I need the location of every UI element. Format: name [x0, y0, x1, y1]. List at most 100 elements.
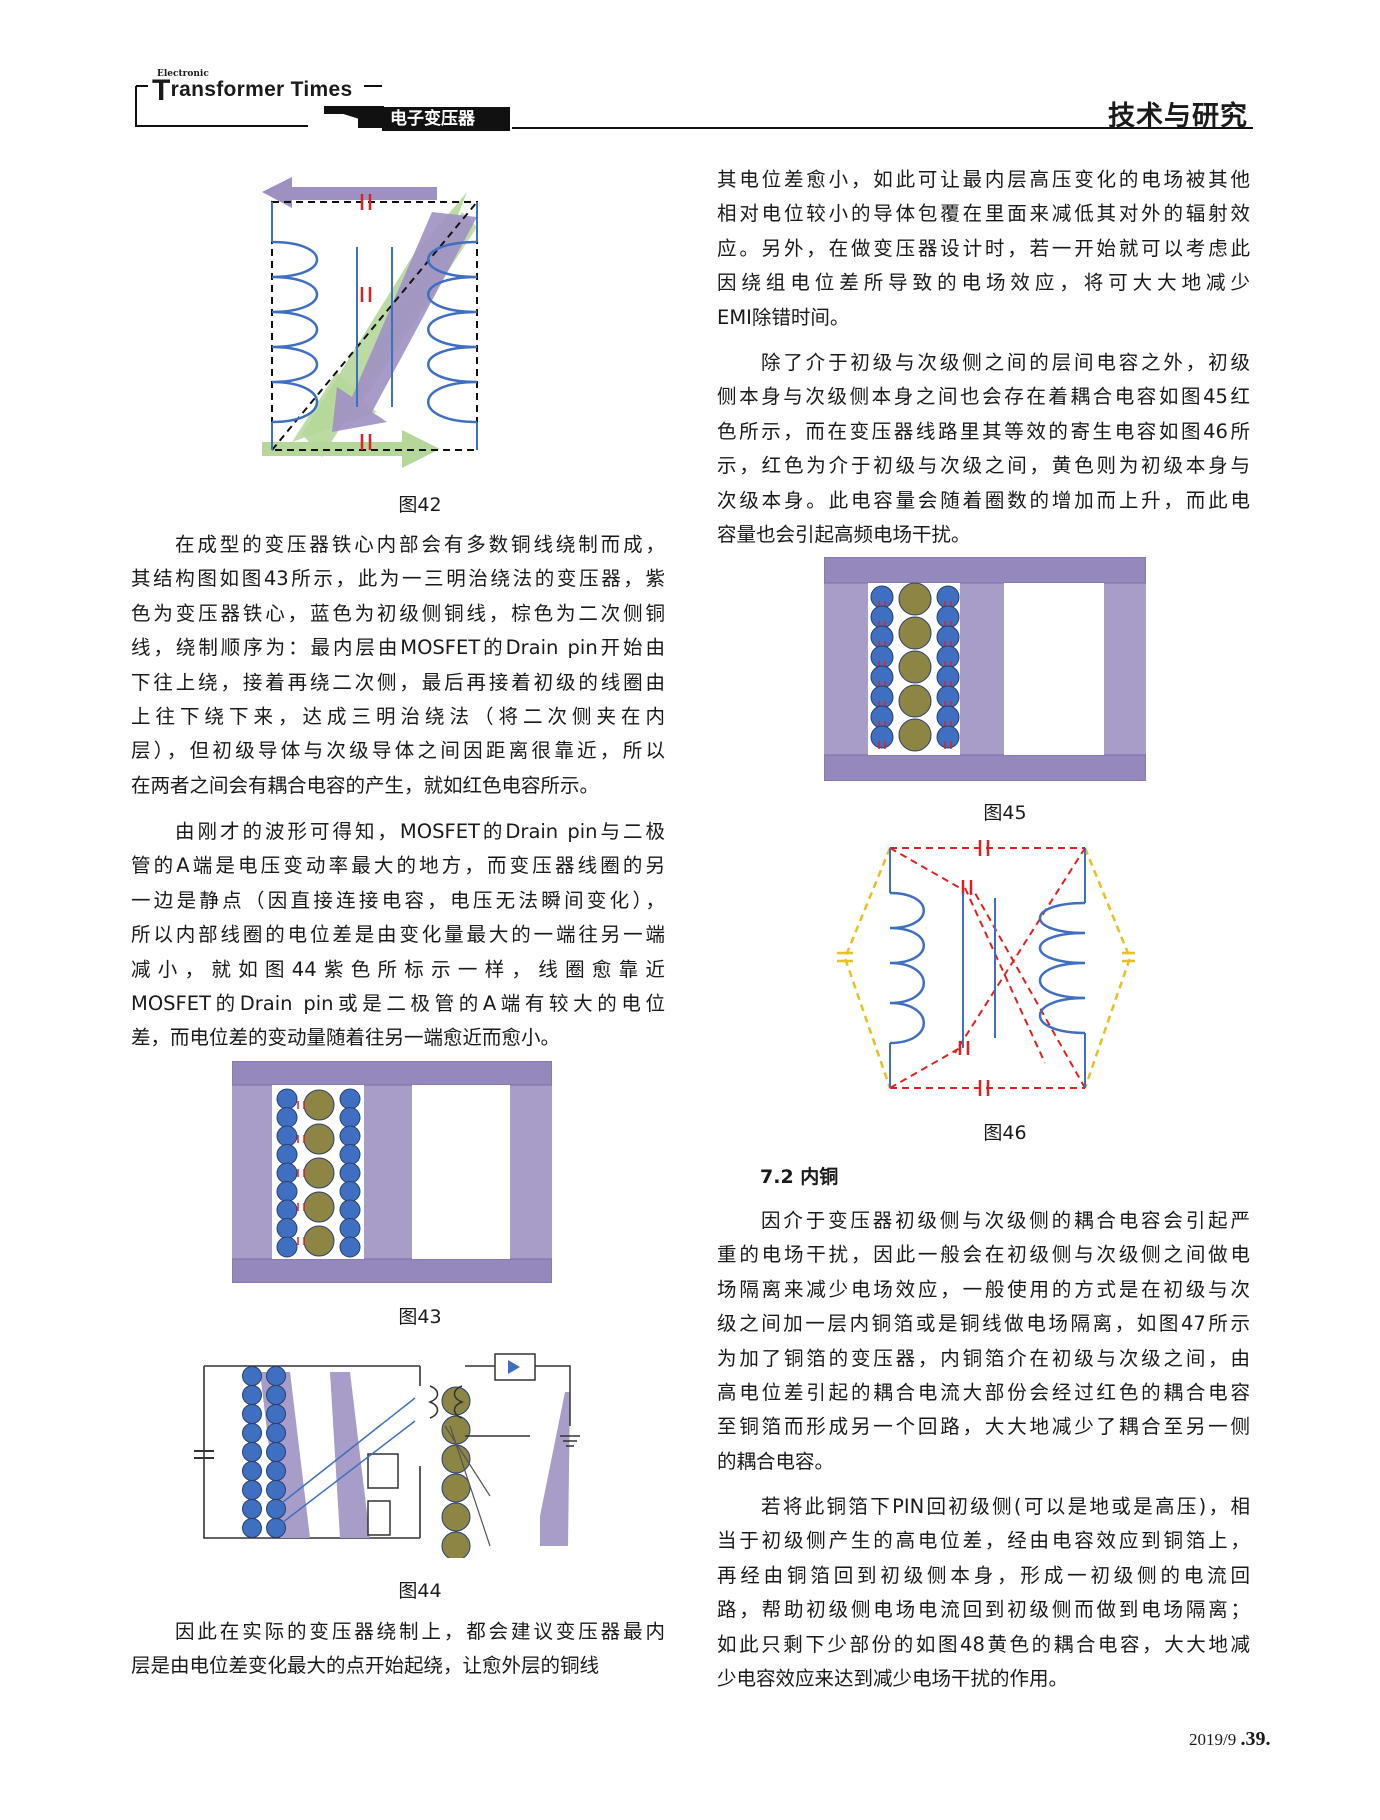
primary-wire [870, 705, 894, 729]
text-line: 示，红色为介于初级与次级之间，黄色则为初级本身与 [717, 454, 1250, 478]
purple-arrow [332, 212, 477, 432]
primary-wire [266, 1442, 286, 1462]
primary-wire [936, 685, 960, 709]
primary-wire [339, 1199, 361, 1221]
purple-top-arrow [262, 177, 437, 208]
right-paragraph-1: 其电位差愈小，如此可让最内层高压变化的电场被其他相对电位较小的导体包覆在里面来减… [717, 163, 1250, 335]
secondary-wire [441, 1502, 471, 1532]
text-line: 侧本身与次级侧本身之间也会存在着耦合电容如图45红 [717, 385, 1250, 409]
figure-44-caption: 图44 [398, 1580, 442, 1602]
text-line: 相对电位较小的导体包覆在里面来减低其对外的辐射效 [717, 202, 1250, 226]
primary-wire [276, 1162, 298, 1184]
text-line: 其电位差愈小，如此可让最内层高压变化的电场被其他 [717, 168, 1250, 191]
text-line: 当于初级侧产生的高电位差，经由电容效应到铜箔上， [717, 1529, 1250, 1553]
text-line: 高电位差引起的耦合电流大部份会经过红色的耦合电容 [717, 1380, 1250, 1404]
secondary-wire [898, 684, 932, 718]
section-title: 技术与研究 [1108, 101, 1248, 132]
primary-wire [242, 1461, 262, 1481]
text-line: 再经由铜箔回到初级侧本身，形成一初级侧的电流回 [717, 1563, 1250, 1587]
capacitor-mark [944, 741, 952, 749]
mosfet-icon [367, 1453, 399, 1489]
primary-wire [339, 1236, 361, 1258]
text-line: 重的电场干扰，因此一般会在初级侧与次级侧之间做电 [717, 1243, 1250, 1267]
primary-wire [870, 725, 894, 749]
secondary-wire [303, 1089, 335, 1121]
figure-42-diagram [262, 177, 478, 468]
text-line: MOSFET的Drain pin或是二极管的A端有较大的电位 [131, 991, 665, 1015]
text-line: 路，帮助初级侧电场电流回到初级侧而做到电场隔离； [717, 1598, 1250, 1622]
primary-wire [339, 1144, 361, 1165]
figure-43-diagram [232, 1061, 552, 1283]
secondary-wire [898, 616, 932, 650]
primary-wire [276, 1144, 298, 1165]
primary-wire [242, 1423, 262, 1443]
text-line: 下往上绕，接着再绕二次侧，最后再接着初级的线圈由 [131, 670, 665, 694]
text-line: 所以内部线圈的电位差是由变化量最大的一端往另一端 [131, 923, 665, 947]
right-paragraph-2: 除了介于初级与次级侧之间的层间电容之外，初级侧本身与次级侧本身之间也会存在着耦合… [717, 346, 1250, 552]
primary-wire [339, 1125, 361, 1147]
primary-wire [242, 1404, 262, 1424]
primary-wire [266, 1461, 286, 1481]
primary-wire [870, 585, 894, 609]
figure-46-caption: 图46 [983, 1122, 1027, 1144]
text-line: 在成型的变压器铁心内部会有多数铜线绕制而成， [175, 533, 665, 556]
magazine-name: 电子变压器 [382, 107, 510, 131]
brand-electronic: Electronic [157, 69, 209, 79]
primary-wire [242, 1366, 262, 1386]
primary-wire [242, 1518, 262, 1538]
text-line: 上往下绕下来，达成三明治绕法（将二次侧夹在内 [131, 704, 665, 728]
page-folio: 2019/9 .39. [1189, 1728, 1271, 1750]
capacitor-mark [878, 741, 886, 749]
primary-wire [339, 1088, 361, 1110]
primary-wire [276, 1125, 298, 1147]
primary-wire [266, 1385, 286, 1405]
left-paragraph-2: 由刚才的波形可得知，MOSFET的Drain pin与二极管的A端是电压变动率最… [131, 815, 665, 1056]
secondary-wire [898, 582, 932, 616]
primary-wire [266, 1404, 286, 1424]
primary-wire [276, 1181, 298, 1202]
left-paragraph-1: 在成型的变压器铁心内部会有多数铜线绕制而成， 其结构图如图43所示，此为一三明治绕… [131, 528, 665, 803]
primary-wire [276, 1088, 298, 1110]
capacitor-mark [297, 1237, 305, 1245]
primary-wire [936, 585, 960, 609]
text-line: 的耦合电容。 [717, 1449, 835, 1473]
right-paragraph-4: 若将此铜箔下PIN回初级侧(可以是地或是高压)，相当于初级侧产生的高电位差，经由… [717, 1490, 1250, 1696]
secondary-wire [441, 1473, 471, 1503]
secondary-wire [898, 718, 932, 752]
primary-wire [242, 1499, 262, 1519]
primary-wire [936, 645, 960, 669]
figure-43-caption: 图43 [398, 1306, 442, 1328]
text-line: 次级本身。此电容量会随着圈数的增加而上升，而此电 [717, 488, 1250, 512]
left-paragraph-3: 因此在实际的变压器绕制上，都会建议变压器最内层是由电位差变化最大的点开始起绕，让… [131, 1615, 665, 1684]
primary-wire [242, 1442, 262, 1462]
capacitor-mark [297, 1101, 305, 1109]
primary-wire [276, 1236, 298, 1258]
text-line: 除了介于初级与次级侧之间的层间电容之外，初级 [761, 351, 1250, 374]
primary-wire [266, 1423, 286, 1443]
secondary-wire [441, 1531, 471, 1558]
primary-wire [276, 1199, 298, 1221]
text-line: 减小，就如图44紫色所标示一样，线圈愈靠近 [131, 957, 665, 981]
primary-coil [271, 240, 318, 424]
primary-wire [276, 1107, 298, 1128]
primary-wire [339, 1107, 361, 1128]
text-line: 层），但初级导体与次级导体之间因距离很靠近，所以 [131, 739, 665, 763]
capacitor-mark [297, 1169, 305, 1177]
capacitor-mark [297, 1135, 305, 1143]
text-line: 差，而电位差的变动量随着往另一端愈近而愈小。 [131, 1026, 561, 1050]
primary-wire [870, 685, 894, 709]
secondary-wire [441, 1415, 471, 1445]
primary-wire [870, 645, 894, 669]
text-line: 至铜箔而形成另一个回路，大大地减少了耦合至另一侧 [717, 1415, 1250, 1439]
primary-wire [870, 605, 894, 629]
secondary-wire [898, 650, 932, 684]
text-line: 因绕组电位差所导致的电场效应，将可大大地减少 [717, 271, 1250, 295]
secondary-wire [303, 1191, 335, 1223]
figure-46-diagram [837, 840, 1135, 1096]
text-line: 其结构图如图43所示，此为一三明治绕法的变压器，紫 [131, 567, 665, 591]
text-line: 应。另外，在做变压器设计时，若一开始就可以考虑此 [717, 236, 1250, 260]
text-line: 色所示，而在变压器线路里其等效的寄生电容如图46所 [717, 419, 1250, 443]
text-line: 在两者之间会有耦合电容的产生，就如红色电容所示。 [131, 773, 600, 797]
primary-wire [936, 725, 960, 749]
primary-wire [242, 1480, 262, 1500]
